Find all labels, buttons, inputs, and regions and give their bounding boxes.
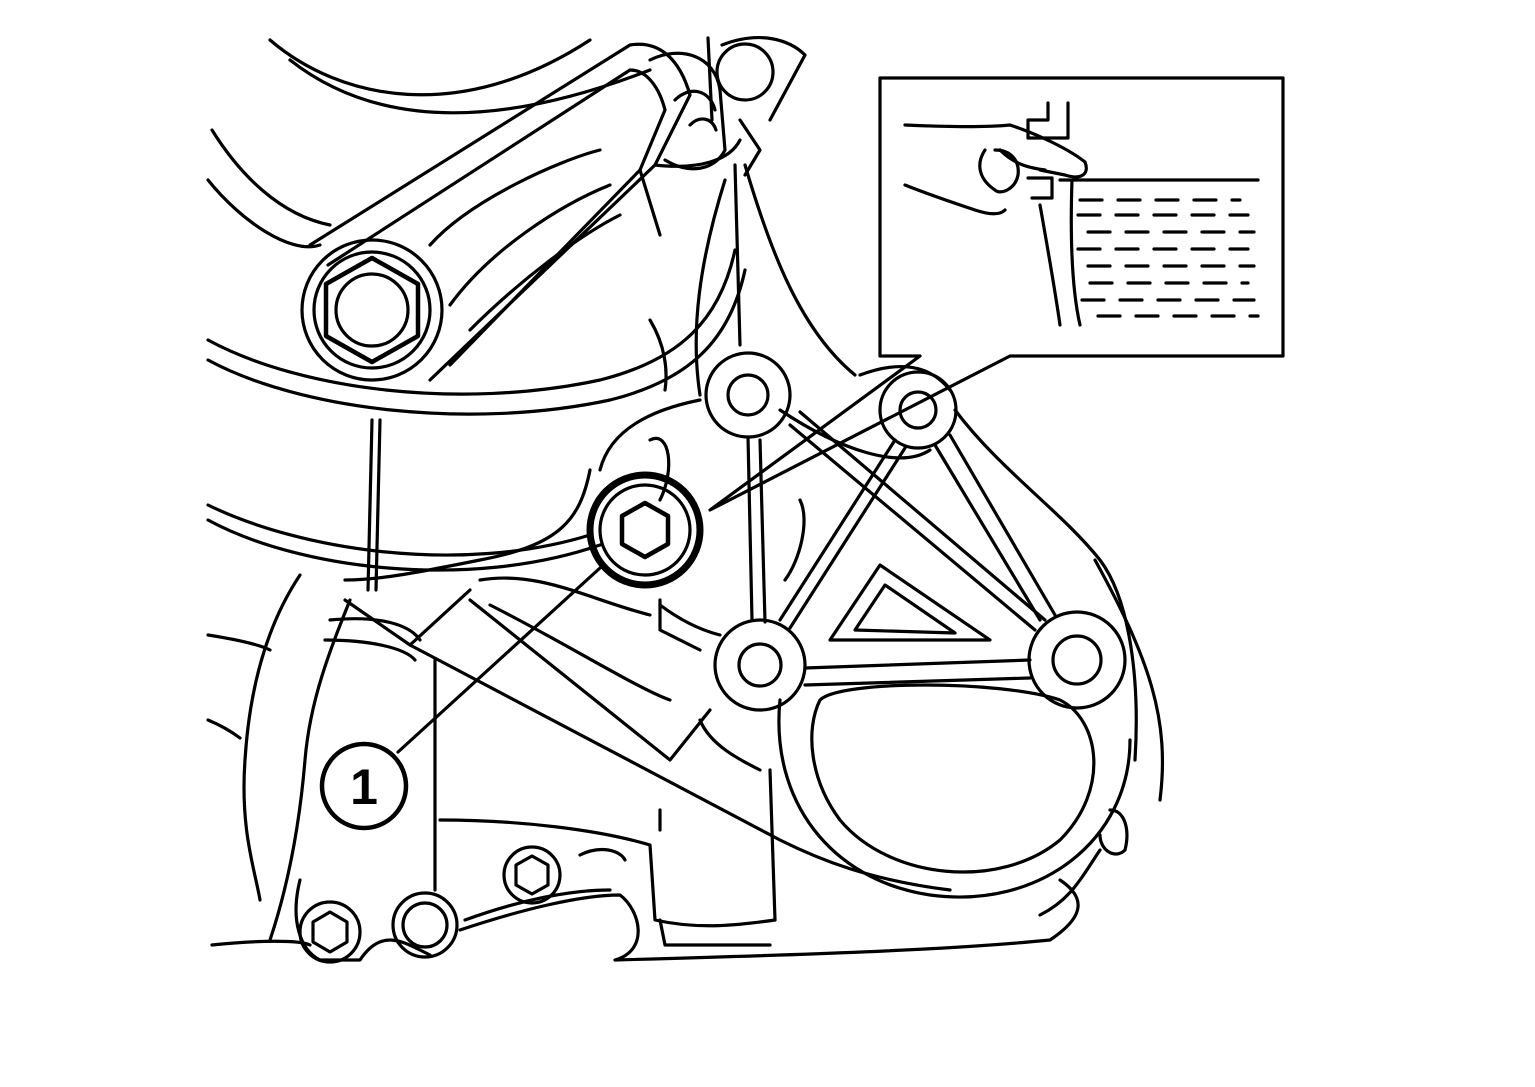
detail-inset — [708, 76, 1285, 512]
callout-number: 1 — [350, 759, 378, 815]
upper-housing — [206, 38, 747, 416]
callout-1: 1 — [319, 566, 602, 831]
lower-case — [206, 573, 1080, 962]
callout-circle — [319, 741, 409, 831]
mounting-bracket — [704, 351, 1165, 802]
center-section — [206, 163, 857, 592]
top-studs — [648, 36, 807, 177]
flange-bolts — [298, 845, 562, 964]
large-bolt — [300, 238, 444, 382]
drain-plug — [586, 471, 704, 589]
upper-arm — [308, 42, 742, 382]
round-cover — [777, 683, 1132, 917]
